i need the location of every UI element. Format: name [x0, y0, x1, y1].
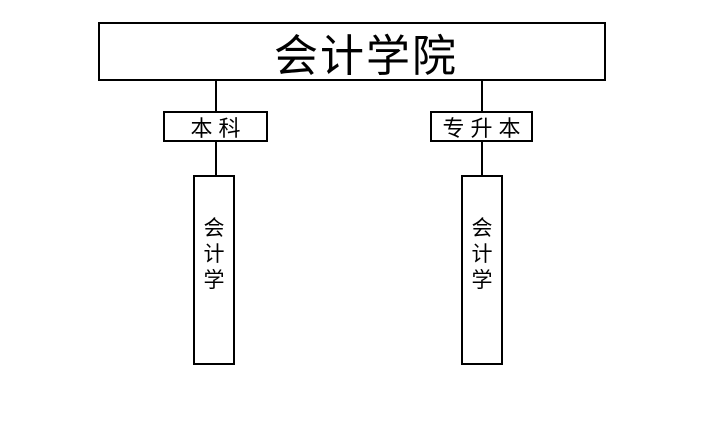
node-upgrade-major: 会计学: [461, 175, 503, 365]
node-undergraduate: 本科: [163, 111, 268, 142]
connector-undergraduate-to-major: [215, 141, 217, 176]
node-undergraduate-major: 会计学: [193, 175, 235, 365]
node-upgrade: 专升本: [430, 111, 533, 142]
node-undergraduate-label: 本科: [190, 115, 247, 141]
node-undergraduate-major-label: 会计学: [203, 216, 225, 292]
connector-college-to-upgrade: [481, 80, 483, 112]
node-college-label: 会计学院: [274, 31, 458, 81]
connector-upgrade-to-major: [481, 141, 483, 176]
node-upgrade-major-label: 会计学: [471, 216, 493, 292]
node-college: 会计学院: [98, 22, 606, 81]
node-upgrade-label: 专升本: [442, 115, 527, 141]
connector-college-to-undergraduate: [215, 80, 217, 112]
